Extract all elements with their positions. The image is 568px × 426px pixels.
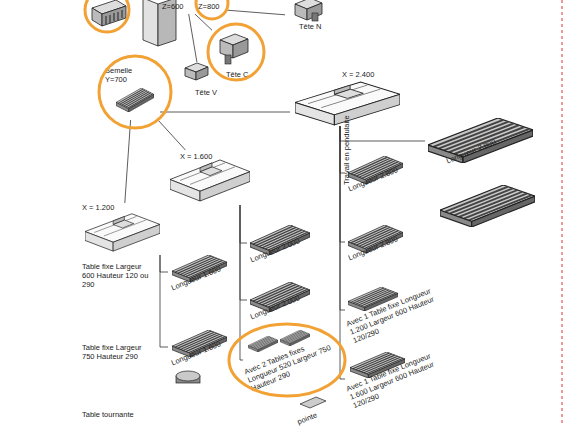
connector-line bbox=[240, 205, 247, 300]
table-slab bbox=[440, 185, 535, 227]
machine-part: Semelle Y=700 bbox=[105, 64, 160, 120]
row-label: pointe bbox=[296, 410, 318, 426]
connector-line bbox=[240, 205, 243, 360]
highlight-ring bbox=[99, 56, 171, 128]
spindle bbox=[225, 55, 231, 64]
highlight-ring bbox=[85, 0, 129, 32]
machine-bed bbox=[170, 160, 250, 201]
highlight-ring bbox=[196, 0, 228, 19]
table-option: Longueur 2.800 bbox=[345, 153, 407, 193]
table-option: Longueur 2.000 bbox=[247, 222, 312, 264]
rotary-table bbox=[176, 371, 200, 381]
node-text: X = 1.200 bbox=[82, 203, 114, 212]
connector-line bbox=[160, 255, 168, 347]
node-text: Tête V bbox=[195, 88, 217, 97]
connector-line bbox=[160, 112, 290, 113]
table-slab bbox=[248, 336, 278, 352]
page-border bbox=[562, 0, 563, 426]
row-label: Table fixe Largeur 600 Hauteur 120 ou 29… bbox=[82, 262, 154, 289]
connector-line bbox=[340, 126, 425, 141]
node-text: X = 1.600 bbox=[180, 152, 212, 161]
machine-part: Tête C bbox=[212, 28, 260, 78]
tool-holders bbox=[106, 10, 122, 24]
connector-line bbox=[158, 120, 185, 150]
base-plate bbox=[116, 88, 154, 112]
machine-part: Tête N bbox=[285, 0, 340, 34]
highlight-ring bbox=[208, 24, 264, 80]
tool-magazine bbox=[92, 8, 102, 26]
node-text: Longueur 2.000 bbox=[249, 293, 301, 321]
machine-bed bbox=[85, 214, 160, 251]
head-v bbox=[196, 67, 208, 80]
spindle bbox=[312, 13, 318, 21]
connector-line bbox=[189, 14, 197, 62]
node-text: Longueur 1.600 bbox=[170, 339, 222, 367]
connector-line bbox=[240, 205, 247, 243]
highlight-ring bbox=[229, 324, 345, 396]
node-text: Semelle Y=700 bbox=[105, 66, 141, 84]
table-option: Longueur 2.800 bbox=[345, 222, 407, 262]
table-option: Longueur 2.800 bbox=[425, 115, 537, 167]
node-text: Longueur 2.800 bbox=[347, 234, 399, 262]
machine-part: Z=600 Z=800 bbox=[150, 0, 225, 14]
node-text: Avec 2 Tables fixes Longueur 520 Largeur… bbox=[243, 332, 341, 393]
head-v bbox=[185, 68, 196, 80]
row-label: Table tournante bbox=[82, 410, 162, 419]
head-c bbox=[233, 39, 248, 58]
machine-part: Tête V bbox=[178, 62, 222, 98]
table-option: Avec 1 Table fixe Longueur 1.200 Largeur… bbox=[345, 284, 423, 336]
connector-line bbox=[160, 255, 168, 272]
table-option: Longueur 1.600 bbox=[168, 252, 230, 292]
node-text: Avec 1 Table fixe Longueur 1.200 Largeur… bbox=[345, 284, 443, 345]
tailstock bbox=[300, 397, 326, 408]
table-option: Longueur 2.000 bbox=[247, 279, 312, 321]
table-option: Longueur 1.600 bbox=[168, 327, 230, 367]
node-text: Avec 1 Table fixe Longueur 1.600 Largeur… bbox=[345, 349, 443, 410]
tool-magazine bbox=[102, 6, 126, 26]
connector-line bbox=[195, 14, 212, 30]
connector-label: Travail en pendulaire bbox=[342, 115, 351, 185]
machine-bed: X = 1.200 bbox=[82, 203, 164, 255]
node-text: Longueur 2.000 bbox=[249, 236, 301, 264]
row-label: Table fixe Largeur 750 Hauteur 290 bbox=[82, 343, 144, 361]
column bbox=[143, 0, 158, 46]
table-option: Avec 2 Tables fixes Longueur 520 Largeur… bbox=[243, 328, 331, 392]
node-text: Tête C bbox=[226, 70, 249, 79]
node-text: Z=600 bbox=[162, 2, 183, 11]
head-n bbox=[307, 3, 322, 20]
table-slab bbox=[428, 118, 533, 163]
node-text: Tête N bbox=[299, 22, 322, 31]
node-text: Z=800 bbox=[198, 2, 219, 11]
table-option: Avec 1 Table fixe Longueur 1.600 Largeur… bbox=[345, 349, 425, 409]
node-text: Longueur 2.800 bbox=[347, 165, 399, 193]
head-n bbox=[295, 4, 307, 20]
machine-bed: X = 1.600 bbox=[168, 150, 253, 205]
node-text: Longueur 2.800 bbox=[445, 137, 497, 165]
node-text: X = 2.400 bbox=[342, 70, 374, 79]
connector-line bbox=[225, 10, 285, 15]
connector-line bbox=[125, 120, 131, 203]
node-text: Longueur 1.600 bbox=[170, 264, 222, 292]
